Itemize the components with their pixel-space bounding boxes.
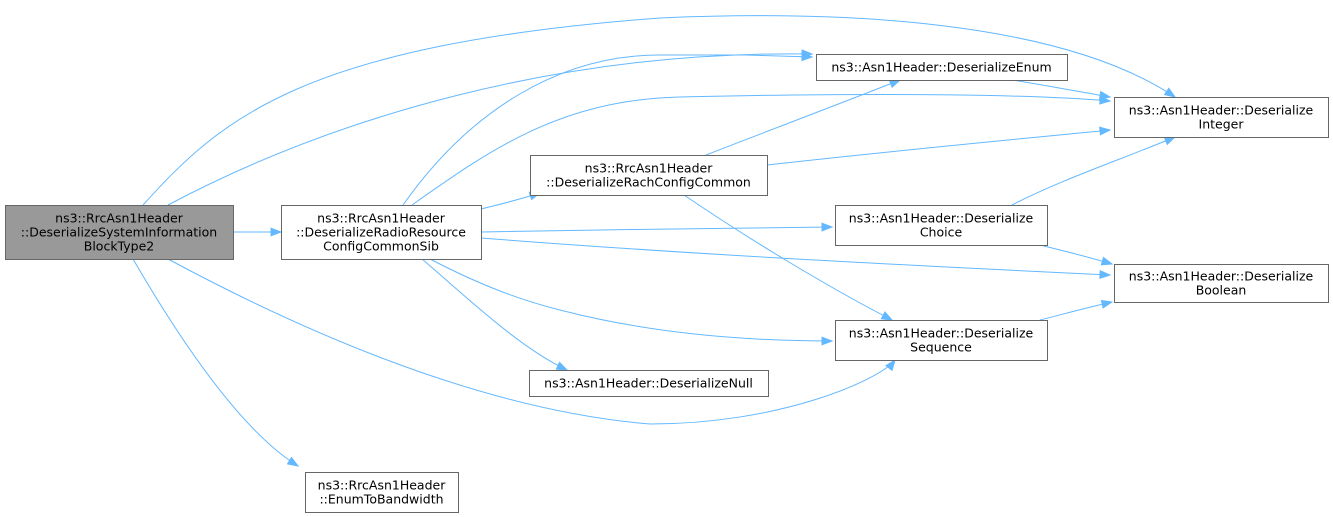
edge-line [1039,301,1113,321]
node-box [5,205,234,260]
arrowhead-icon [270,227,283,237]
node-box [1114,264,1329,303]
arrowhead-icon [1100,299,1114,309]
arrowhead-icon [880,311,894,321]
node-box [530,155,768,196]
edge-line [132,258,299,467]
node-label: Choice [920,225,963,240]
node-label: ns3::RrcAsn1Header [585,161,714,176]
node-enum[interactable]: ns3::Asn1Header::DeserializeEnum [816,54,1068,81]
arrowhead-icon [1099,269,1112,280]
node-label: ns3::RrcAsn1Header [318,478,447,493]
node-radio[interactable]: ns3::RrcAsn1Header::DeserializeRadioReso… [281,205,482,260]
edge-radio-to-sequence [429,258,834,346]
node-label: ns3::Asn1Header::Deserialize [849,326,1034,341]
node-label: ::DeserializeSystemInformation [21,225,217,240]
edge-line [1039,244,1113,265]
edge-root-to-radio [232,227,283,237]
edge-line [766,129,1111,166]
edge-enum-to-integer [1011,79,1112,100]
nodes-layer: ns3::RrcAsn1Header::DeserializeSystemInf… [5,54,1329,513]
node-root: ns3::RrcAsn1Header::DeserializeSystemInf… [5,205,234,260]
node-label: ::DeserializeRadioResource [296,225,466,240]
node-label: ns3::Asn1Header::DeserializeNull [544,376,753,391]
arrowhead-icon [1100,256,1114,266]
node-label: Boolean [1196,283,1247,298]
node-label: Sequence [910,340,972,355]
edge-line [421,258,568,371]
arrowhead-icon [885,358,896,372]
node-enumbw[interactable]: ns3::RrcAsn1Header::EnumToBandwidth [305,472,459,513]
node-label: ns3::Asn1Header::Deserialize [849,211,1034,226]
edge-sequence-to-boolean [1039,299,1114,321]
node-rach[interactable]: ns3::RrcAsn1Header::DeserializeRachConfi… [530,155,768,196]
edge-rach-to-integer [766,126,1112,166]
node-box [1114,97,1329,138]
edge-radio-to-boolean [480,237,1112,280]
edge-line [167,53,813,206]
arrowhead-icon [1163,136,1177,146]
edge-choice-to-boolean [1039,244,1114,266]
edge-line [142,15,1176,206]
edge-radio-to-null [421,258,569,371]
edge-rach-to-enum [705,79,902,156]
node-null[interactable]: ns3::Asn1Header::DeserializeNull [529,370,769,397]
edge-choice-to-integer [1011,136,1177,206]
node-label: BlockType2 [84,239,154,254]
node-box [835,205,1048,246]
node-box [835,320,1048,361]
node-box [305,472,459,513]
edge-radio-to-enum [402,52,814,206]
arrowhead-icon [821,336,834,346]
edge-root-to-integer [142,15,1177,206]
edge-root-to-sequence [167,258,896,425]
edge-line [1011,136,1176,206]
arrowhead-icon [821,222,834,232]
node-label: ns3::Asn1Header::Deserialize [1129,269,1314,284]
arrowhead-icon [1099,126,1112,136]
edge-line [167,258,896,425]
edge-root-to-enumbw [132,258,300,467]
node-label: ns3::RrcAsn1Header [55,211,184,226]
arrowhead-icon [1098,90,1112,100]
arrowhead-icon [286,456,300,467]
edge-line [429,258,833,342]
edge-line [480,226,833,233]
node-box [281,205,482,260]
node-box [816,54,1068,81]
node-label: ns3::Asn1Header::DeserializeEnum [831,60,1051,75]
node-label: Integer [1199,117,1245,132]
node-label: ::DeserializeRachConfigCommon [546,175,751,190]
arrowhead-icon [1163,87,1177,98]
edge-line [1011,79,1111,98]
arrowhead-icon [888,79,902,89]
node-label: ns3::Asn1Header::Deserialize [1129,103,1314,118]
node-label: ::EnumToBandwidth [319,492,443,507]
edge-line [402,54,813,206]
node-label: ConfigCommonSib [323,239,439,254]
arrowhead-icon [801,52,814,62]
edge-rach-to-sequence [683,194,894,321]
edge-line [480,237,1111,276]
edge-line [705,79,901,156]
edge-line [683,194,893,321]
arrowhead-icon [555,361,569,371]
node-label: ns3::RrcAsn1Header [317,211,446,226]
node-box [529,370,769,397]
edge-radio-to-choice [480,222,834,233]
edge-line [411,93,1111,206]
